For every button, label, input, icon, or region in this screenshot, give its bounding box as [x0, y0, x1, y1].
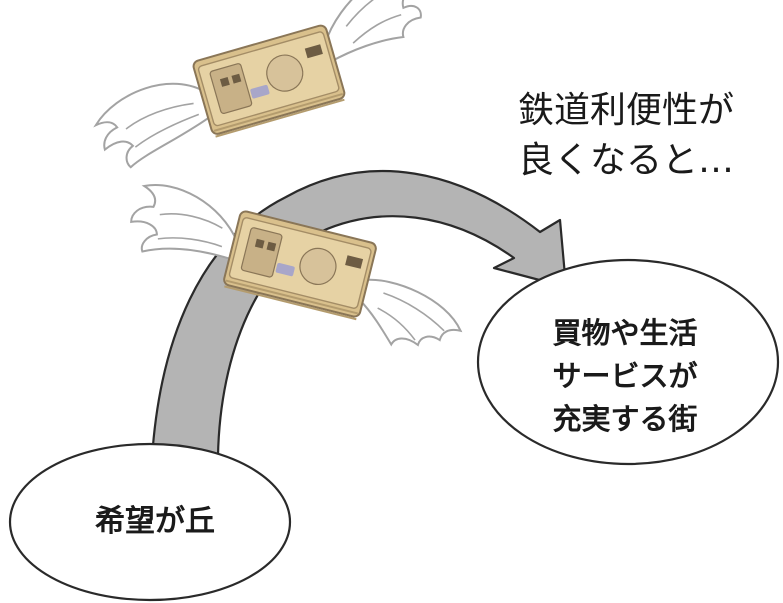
wing-icon — [323, 0, 422, 64]
destination-bubble — [476, 258, 780, 466]
origin-bubble — [8, 442, 292, 602]
headline-text: 鉄道利便性が 良くなると… — [518, 90, 735, 181]
flying-money-icon — [93, 0, 422, 169]
wing-icon — [130, 184, 239, 261]
flying-money-icon — [130, 184, 463, 347]
wing-icon — [358, 278, 463, 347]
destination-label: 買物や生活 サービスが 充実する街 — [552, 316, 698, 436]
origin-label: 希望が丘 — [95, 504, 215, 539]
